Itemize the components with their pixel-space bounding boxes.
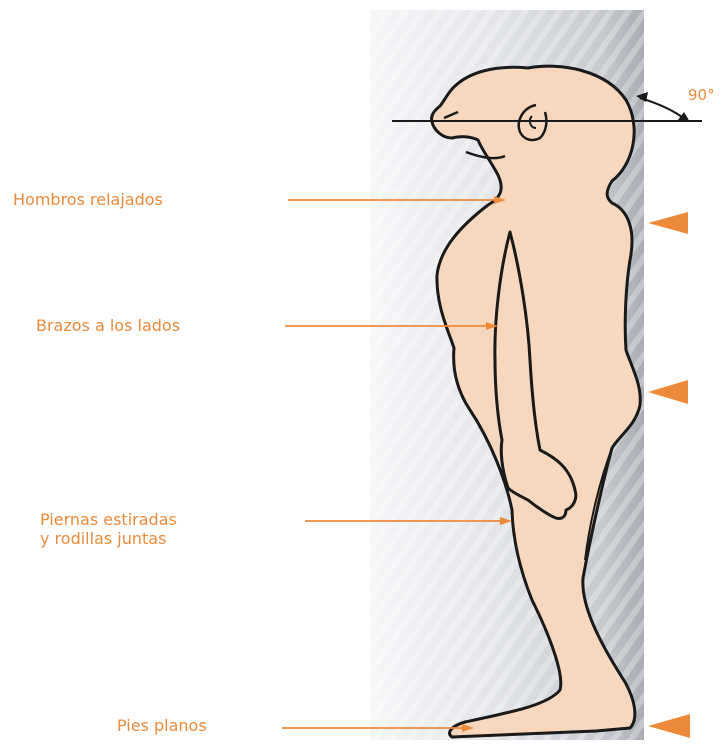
label-legs-line2: y rodillas juntas (40, 529, 166, 548)
contact-marker-heels (648, 714, 690, 738)
label-legs-line1: Piernas estiradas (40, 510, 177, 529)
contact-marker-buttocks (648, 380, 688, 404)
contact-marker-back (648, 212, 688, 234)
label-shoulders: Hombros relajados (13, 190, 163, 209)
label-arms: Brazos a los lados (36, 316, 180, 335)
angle-label: 90° (688, 86, 715, 104)
label-feet: Pies planos (117, 716, 207, 735)
angle-arc (640, 98, 686, 120)
